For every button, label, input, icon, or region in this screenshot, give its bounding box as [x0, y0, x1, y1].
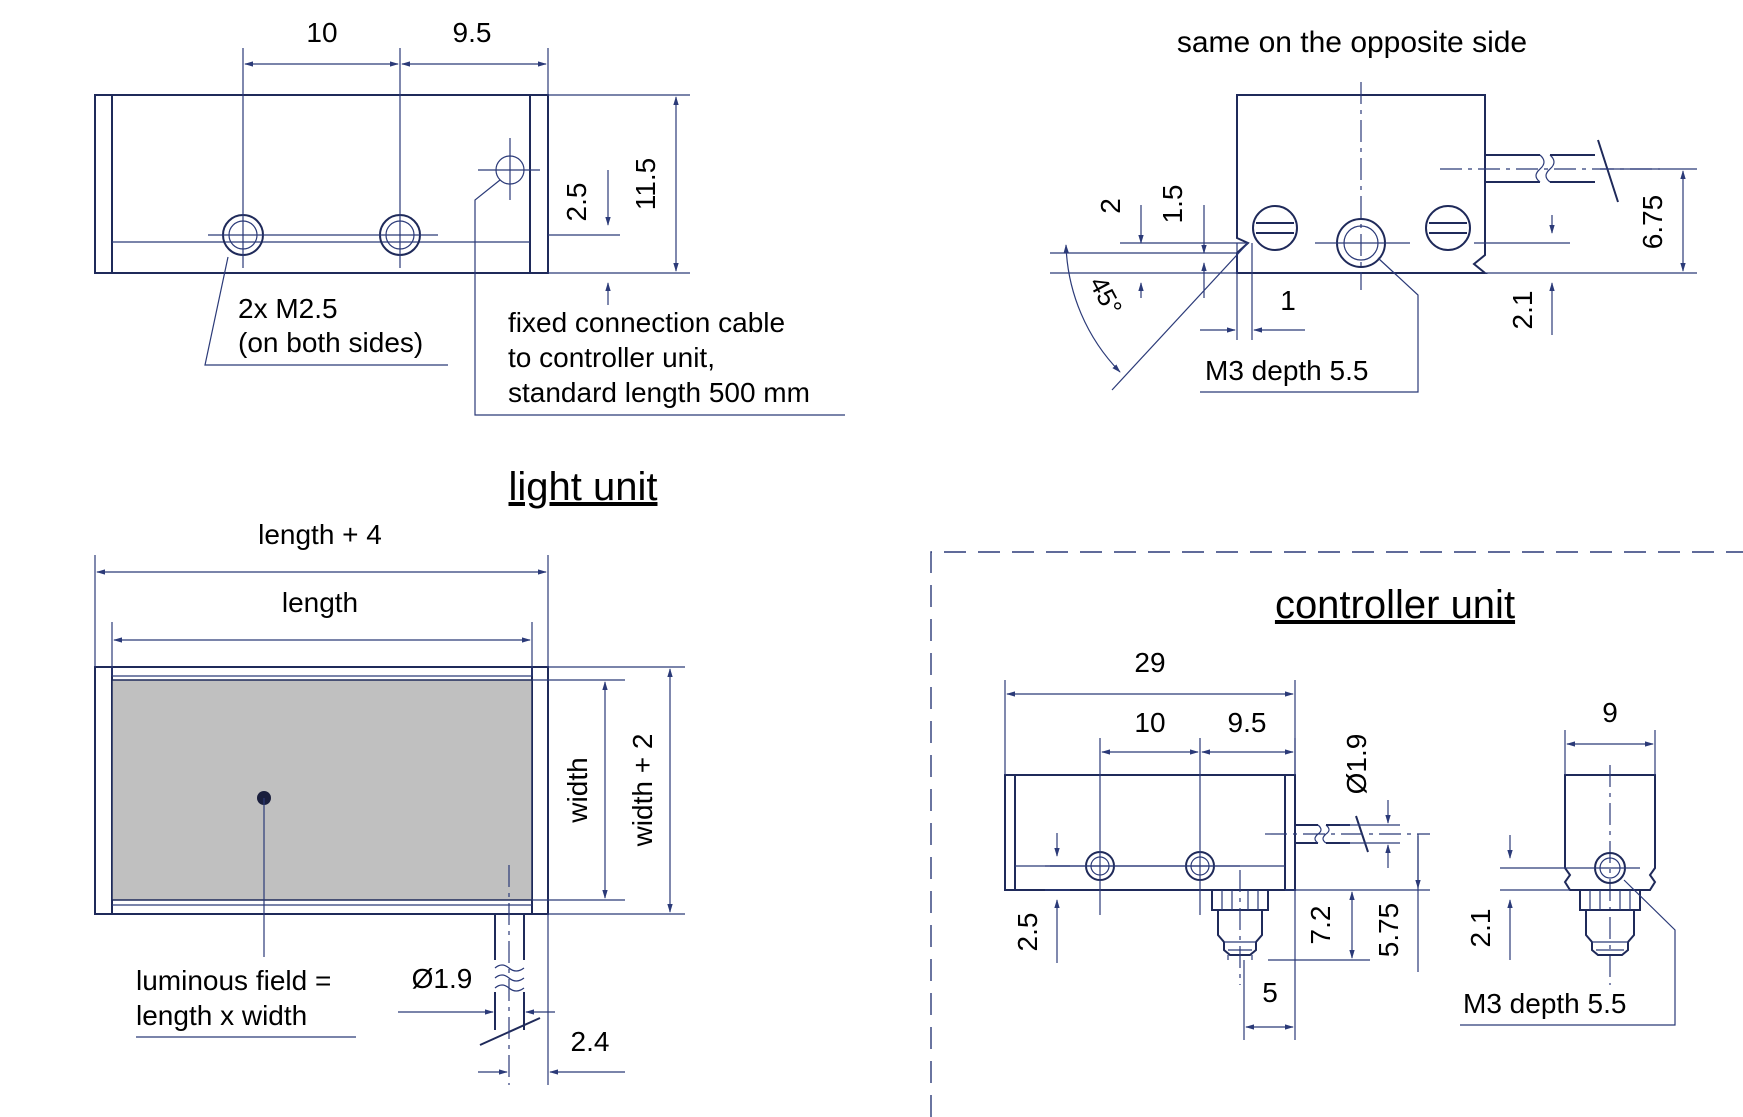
- luminous-field-label-line2: length x width: [136, 1000, 307, 1031]
- dim-cable-diameter-controller: Ø1.9: [1341, 734, 1372, 795]
- dim-2: 2: [1095, 198, 1126, 214]
- dim-2-1-controller: 2.1: [1465, 909, 1496, 948]
- luminous-field-label-line1: luminous field =: [136, 965, 331, 996]
- thread-label: M3 depth 5.5: [1205, 355, 1368, 386]
- thread-label-line2: (on both sides): [238, 327, 423, 358]
- light-unit-top-view: [94, 555, 685, 1085]
- screw-slot-icon: [1252, 205, 1298, 251]
- controller-unit-title: controller unit: [1275, 583, 1515, 627]
- dim-6-75: 6.75: [1637, 195, 1668, 250]
- dim-width-plus-2: width + 2: [627, 734, 658, 848]
- screw-slot-icon: [1425, 205, 1471, 251]
- cable-break-icon: [479, 914, 541, 1046]
- dim-9-5-controller: 9.5: [1228, 707, 1267, 738]
- luminous-field: [111, 679, 533, 901]
- thread-label-controller: M3 depth 5.5: [1463, 988, 1626, 1019]
- dim-2-1: 2.1: [1507, 291, 1538, 330]
- light-unit-side-view: [94, 48, 845, 416]
- dim-7-2: 7.2: [1305, 906, 1336, 945]
- cable-break-icon: [1485, 139, 1619, 203]
- cable-label-line1: fixed connection cable: [508, 307, 785, 338]
- dim-length-plus-4: length + 4: [258, 519, 382, 550]
- dim-10: 10: [306, 17, 337, 48]
- cable-label-line2: to controller unit,: [508, 342, 715, 373]
- connector-icon: [1579, 889, 1641, 956]
- dim-11-5: 11.5: [630, 158, 661, 210]
- dim-5-75: 5.75: [1373, 903, 1404, 958]
- dim-length: length: [282, 587, 358, 618]
- dim-1: 1: [1280, 285, 1296, 316]
- dim-9: 9: [1602, 697, 1618, 728]
- cable-label-line3: standard length 500 mm: [508, 377, 810, 408]
- dim-2-5: 2.5: [561, 183, 592, 222]
- dim-5: 5: [1262, 977, 1278, 1008]
- dim-cable-diameter: Ø1.9: [412, 963, 473, 994]
- dim-45-deg: 45°: [1083, 271, 1128, 320]
- opposite-side-note: same on the opposite side: [1177, 26, 1527, 59]
- dim-2-4: 2.4: [571, 1026, 610, 1057]
- controller-unit-frame: [930, 551, 1743, 1117]
- controller-unit-end-view: [1460, 730, 1676, 1026]
- controller-unit-side-view: [1004, 680, 1430, 1040]
- dim-2-5-controller: 2.5: [1012, 913, 1043, 952]
- dim-29: 29: [1134, 647, 1165, 678]
- thread-label-line1: 2x M2.5: [238, 293, 338, 324]
- dim-1-5: 1.5: [1157, 185, 1188, 224]
- dim-10-controller: 10: [1134, 707, 1165, 738]
- light-unit-end-view: [1050, 82, 1697, 393]
- dim-width: width: [562, 757, 593, 823]
- dim-9-5: 9.5: [453, 17, 492, 48]
- light-unit-title: light unit: [509, 465, 658, 509]
